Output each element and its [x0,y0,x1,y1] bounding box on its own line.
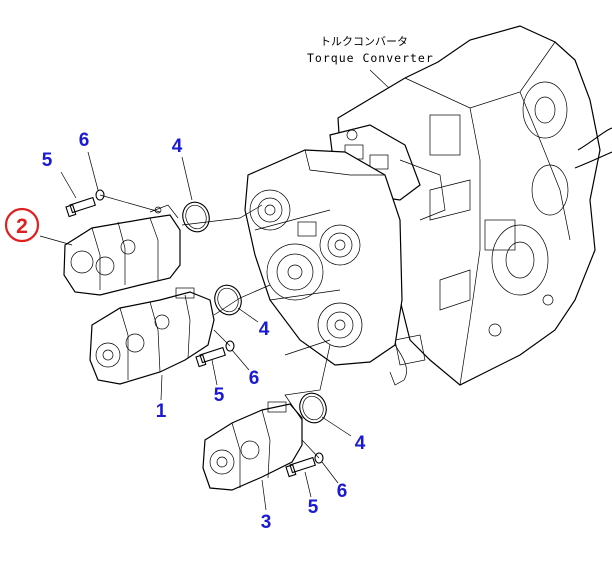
torque-converter-label: トルクコンバータ Torque Converter [307,35,434,109]
washer-b [225,340,235,352]
o-ring-b [214,284,242,316]
callout-2-highlight[interactable]: 2 [4,207,40,243]
callout-bolt-b[interactable]: 5 [214,385,225,406]
callout-pump-3[interactable]: 3 [261,512,272,533]
title-jp: トルクコンバータ [320,35,408,48]
callout-bolt-a[interactable]: 5 [42,150,53,171]
bolt-a [65,196,96,218]
o-ring-c [299,392,327,424]
pump-1 [89,287,215,385]
bolt-b [195,346,226,368]
pump-2 [63,204,181,296]
callout-washer-a[interactable]: 6 [79,130,90,151]
highlight-ring [4,207,40,243]
torque-converter-housing [337,25,612,386]
callout-pump-1[interactable]: 1 [156,401,167,422]
o-ring-a [182,201,210,233]
callout-bolt-c[interactable]: 5 [308,497,319,518]
assembly-guide-lines [99,194,331,459]
pto-case [244,149,407,386]
callout-washer-c[interactable]: 6 [337,481,348,502]
title-en: Torque Converter [307,51,434,65]
callout-washer-b[interactable]: 6 [249,368,260,389]
washer-a [95,189,105,201]
bolt-c [285,456,316,478]
callout-oring-a[interactable]: 4 [172,136,183,157]
callout-2-number: 2 [16,215,28,238]
callout-oring-c[interactable]: 4 [355,433,366,454]
callout-leaders [39,151,352,511]
callout-oring-b[interactable]: 4 [259,319,270,340]
pump-3 [202,401,303,491]
washer-c [314,452,324,464]
